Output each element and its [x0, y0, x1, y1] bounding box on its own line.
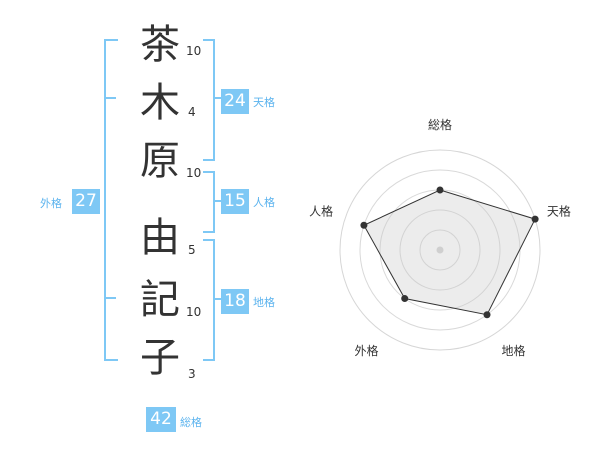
gaikaku-bracket — [104, 39, 118, 361]
chikaku-value: 18 — [221, 289, 249, 314]
stroke-count-3: 10 — [186, 166, 202, 180]
radar-point-4 — [401, 295, 409, 303]
radar-axis-label-2: 天格 — [547, 203, 571, 218]
stroke-count-6: 3 — [188, 367, 196, 381]
tenkaku-bracket — [203, 39, 215, 161]
name-char-5: 記 — [140, 277, 180, 323]
stroke-count-4: 5 — [188, 243, 196, 257]
gaikaku-bracket-tick-1 — [104, 97, 116, 99]
radar-series — [360, 186, 539, 319]
radar-point-5 — [360, 221, 368, 229]
radar-center-dot — [436, 246, 444, 254]
gaikaku-value: 27 — [72, 189, 100, 214]
jinkaku-stub — [213, 200, 221, 202]
gaikaku-bracket-tick-2 — [104, 297, 116, 299]
chikaku-bracket — [203, 239, 215, 361]
chikaku-label: 地格 — [253, 296, 275, 309]
radar-axis-label-4: 外格 — [355, 343, 379, 358]
name-char-2: 木 — [140, 80, 180, 126]
chikaku-stub — [213, 298, 221, 300]
radar-axis-label-3: 地格 — [501, 343, 525, 358]
radar-point-3 — [483, 311, 491, 319]
radar-point-1 — [436, 186, 444, 194]
radar-point-2 — [531, 215, 539, 223]
radar-series-polygon — [363, 189, 536, 316]
name-char-1: 茶 — [140, 22, 180, 68]
tenkaku-label: 天格 — [253, 96, 275, 109]
radar-ring-2 — [399, 209, 481, 291]
soukaku-value: 42 — [146, 407, 176, 432]
radar-axis-label-5: 人格 — [309, 203, 333, 218]
tenkaku-value: 24 — [221, 89, 249, 114]
jinkaku-label: 人格 — [253, 196, 275, 209]
name-char-6: 子 — [140, 335, 180, 381]
tenkaku-stub — [213, 97, 221, 99]
radar-ring-1 — [419, 229, 461, 271]
gaikaku-label: 外格 — [40, 197, 62, 210]
stroke-count-2: 4 — [188, 105, 196, 119]
stroke-count-1: 10 — [186, 44, 202, 58]
jinkaku-bracket — [203, 171, 215, 233]
name-char-4: 由 — [140, 215, 180, 261]
name-char-3: 原 — [140, 138, 180, 184]
jinkaku-value: 15 — [221, 189, 249, 214]
stroke-count-5: 10 — [186, 305, 202, 319]
soukaku-label: 総格 — [180, 416, 202, 429]
radar-axis-label-1: 総格 — [428, 117, 452, 132]
